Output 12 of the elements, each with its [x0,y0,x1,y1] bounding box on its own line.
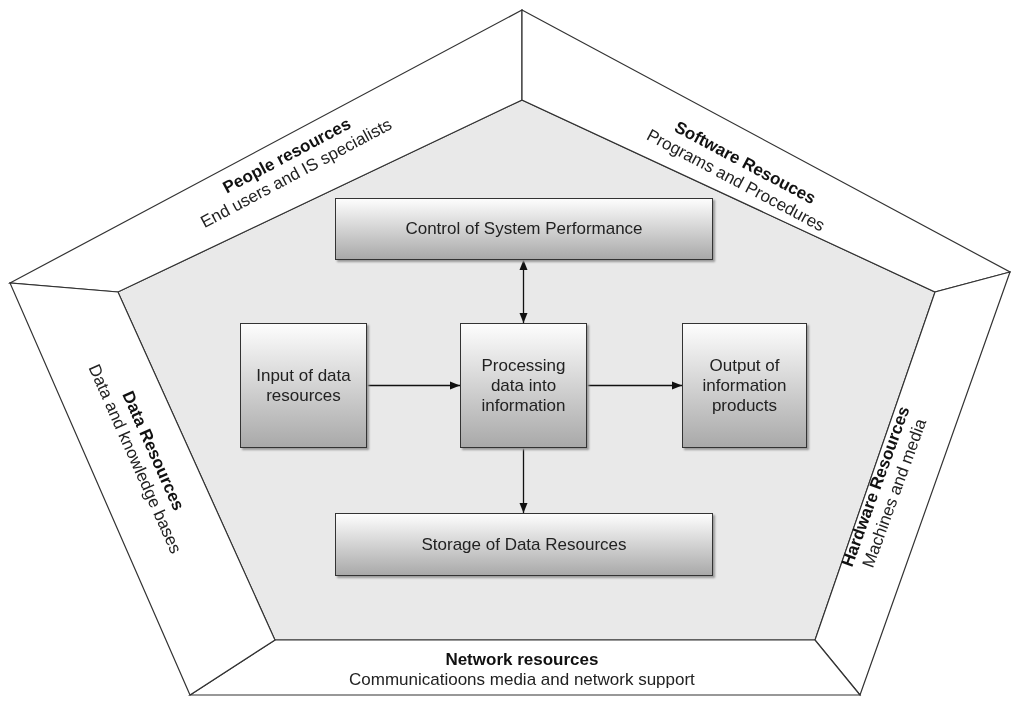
process-box: Control of System Performance [335,198,713,260]
process-box: Output of information products [682,323,807,448]
process-box: Processing data into information [460,323,587,448]
process-box: Input of data resources [240,323,367,448]
process-box: Storage of Data Resources [335,513,713,576]
arrow [519,447,528,514]
band-heading: Network resources [444,650,600,670]
band-description: Communicatioons media and network support [349,670,695,690]
resource-band [815,272,1010,695]
arrow [366,381,461,390]
arrow [519,259,528,324]
arrow [586,381,683,390]
